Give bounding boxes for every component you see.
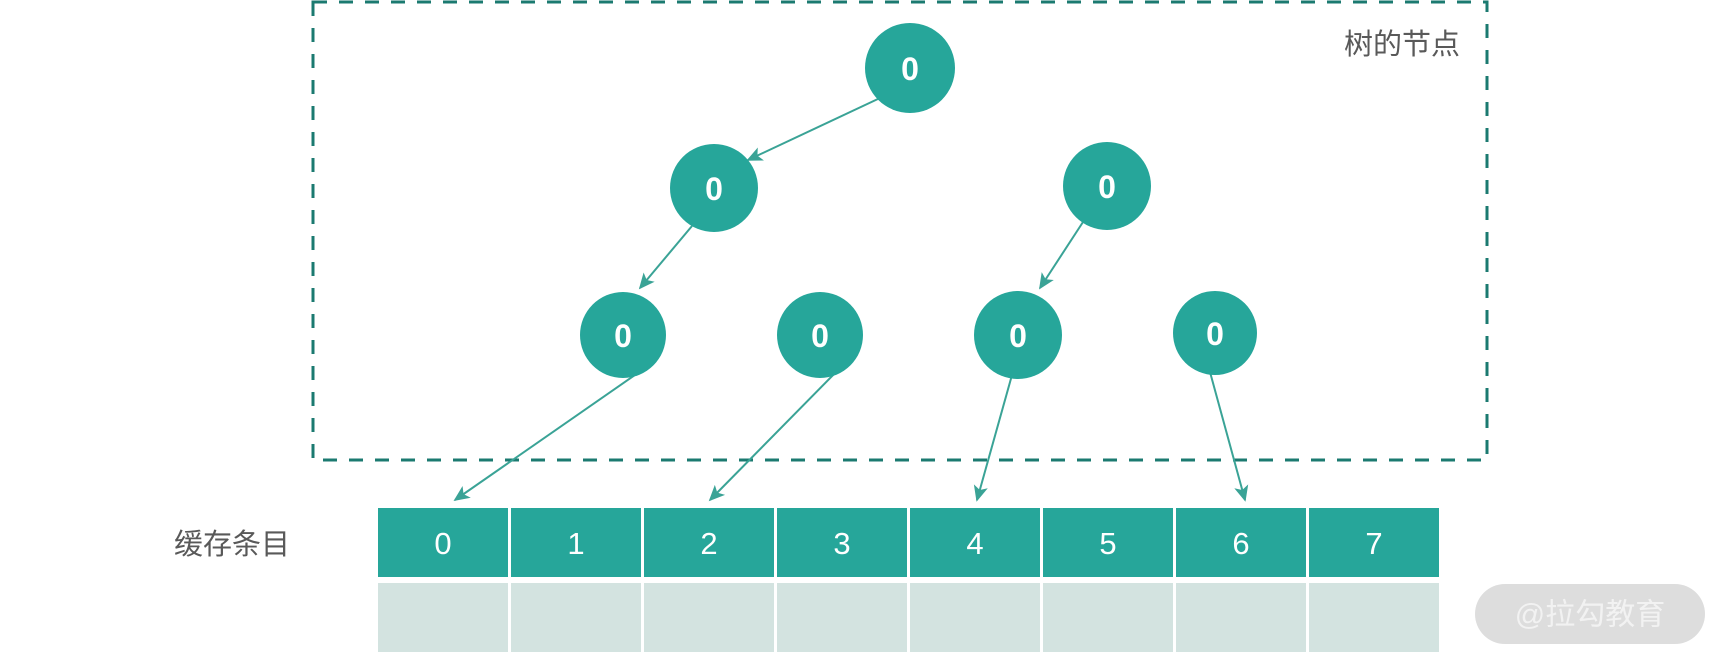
tree-edge-l2a-to-l3a (638, 225, 693, 290)
tree-node-l3a[interactable]: 0 (580, 292, 666, 378)
tree-node-l3d[interactable]: 0 (1173, 291, 1257, 375)
tree-node-value: 0 (1206, 316, 1224, 352)
cache-arrow-l3c-to-cell-4 (973, 374, 1013, 502)
cache-cell-2[interactable]: 2 (644, 508, 774, 577)
cache-cell-index-label: 1 (567, 526, 584, 561)
cache-cell-index-label: 4 (966, 526, 983, 561)
tree-region-dashed-box (311, 0, 1489, 462)
cache-cell-header-bg (1309, 508, 1439, 577)
cache-arrow-l3a-to-cell-0 (453, 367, 646, 502)
tree-node-value: 0 (1009, 318, 1027, 354)
cache-cell-header-bg (910, 508, 1040, 577)
cache-cell-header-bg (644, 508, 774, 577)
cache-cell-7[interactable]: 7 (1309, 508, 1439, 577)
cache-cell-header-bg (777, 508, 907, 577)
cache-slot-bg (1309, 583, 1439, 652)
tree-node-circle (865, 23, 955, 113)
tree-node-circle (670, 144, 758, 232)
tree-nodes-layer: 0 0 0 0 0 0 0 (580, 23, 1257, 379)
cache-table-layer: 0 1 2 3 4 5 6 7 (378, 508, 1439, 652)
tree-node-circle (580, 292, 666, 378)
tree-node-root[interactable]: 0 (865, 23, 955, 113)
cache-cell-4[interactable]: 4 (910, 508, 1040, 577)
node-to-cache-arrows-layer (453, 367, 1249, 502)
cache-slot-5[interactable] (1043, 583, 1173, 652)
cache-cell-index-label: 7 (1365, 526, 1382, 561)
cache-slot-bg (644, 583, 774, 652)
watermark: @拉勾教育 (1475, 584, 1705, 644)
tree-node-value: 0 (614, 318, 632, 354)
tree-edge-root-to-l2a (746, 97, 881, 161)
cache-slot-bg (1043, 583, 1173, 652)
tree-edges-layer (638, 97, 1084, 290)
cache-slot-bg (910, 583, 1040, 652)
tree-region-caption: 树的节点 (1344, 28, 1460, 61)
cache-cell-0[interactable]: 0 (378, 508, 508, 577)
cache-cell-header-bg (1043, 508, 1173, 577)
tree-node-value: 0 (705, 171, 723, 207)
cache-slot-4[interactable] (910, 583, 1040, 652)
cache-cell-6[interactable]: 6 (1176, 508, 1306, 577)
cache-slot-1[interactable] (511, 583, 641, 652)
cache-cell-index-label: 3 (833, 526, 850, 561)
tree-node-circle (1063, 142, 1151, 230)
cache-slot-bg (378, 583, 508, 652)
cache-arrow-l3b-to-cell-2 (708, 367, 841, 502)
tree-edge-l2b-to-l3c (1039, 221, 1084, 290)
cache-cell-index-label: 0 (434, 526, 451, 561)
cache-arrow-l3d-to-cell-6 (1209, 371, 1249, 502)
cache-slot-0[interactable] (378, 583, 508, 652)
cache-cell-index-label: 2 (700, 526, 717, 561)
tree-node-l3b[interactable]: 0 (777, 292, 863, 378)
tree-node-value: 0 (1098, 169, 1116, 205)
cache-row-caption: 缓存条目 (174, 528, 290, 561)
cache-cell-header-bg (1176, 508, 1306, 577)
tree-node-circle (974, 291, 1062, 379)
cache-slot-bg (777, 583, 907, 652)
tree-node-l2a[interactable]: 0 (670, 144, 758, 232)
tree-node-circle (777, 292, 863, 378)
cache-slot-3[interactable] (777, 583, 907, 652)
tree-node-circle (1173, 291, 1257, 375)
cache-slot-bg (511, 583, 641, 652)
tree-node-l3c[interactable]: 0 (974, 291, 1062, 379)
cache-cell-index-label: 6 (1232, 526, 1249, 561)
cache-slot-7[interactable] (1309, 583, 1439, 652)
cache-cell-1[interactable]: 1 (511, 508, 641, 577)
tree-node-l2b[interactable]: 0 (1063, 142, 1151, 230)
cache-cell-header-bg (378, 508, 508, 577)
watermark-label: @拉勾教育 (1515, 599, 1665, 632)
cache-slot-bg (1176, 583, 1306, 652)
cache-cell-3[interactable]: 3 (777, 508, 907, 577)
cache-cell-header-bg (511, 508, 641, 577)
cache-slot-6[interactable] (1176, 583, 1306, 652)
cache-slot-2[interactable] (644, 583, 774, 652)
tree-node-value: 0 (811, 318, 829, 354)
tree-node-value: 0 (901, 51, 919, 87)
cache-cell-index-label: 5 (1099, 526, 1116, 561)
cache-cell-5[interactable]: 5 (1043, 508, 1173, 577)
